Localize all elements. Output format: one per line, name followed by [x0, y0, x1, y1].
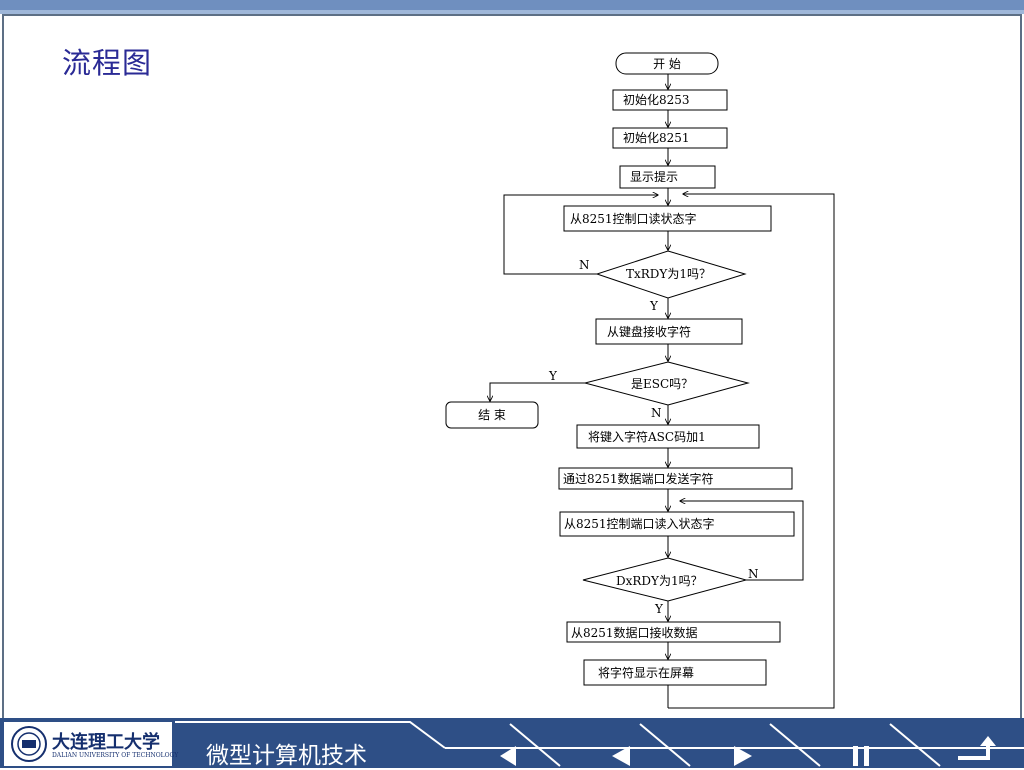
previous-slide-button[interactable]	[612, 746, 630, 766]
label-y-dxrdy: Y	[654, 602, 664, 616]
decision-dxrdy: DxRDY为1吗？	[616, 574, 703, 588]
label-n-txrdy: N	[579, 258, 590, 272]
slide-title: 流程图	[62, 46, 153, 80]
label-y-esc: Y	[548, 369, 558, 383]
return-icon	[958, 744, 990, 760]
slide-frame	[2, 14, 1022, 720]
node-read-key: 从键盘接收字符	[607, 324, 691, 339]
nav-strip	[175, 721, 1024, 767]
logo-english: DALIAN UNIVERSITY OF TECHNOLOGY	[52, 752, 179, 759]
node-receive-data: 从8251数据口接收数据	[571, 625, 698, 640]
return-arrow-icon	[980, 736, 996, 746]
university-logo: 大连理工大学 DALIAN UNIVERSITY OF TECHNOLOGY	[4, 722, 178, 766]
label-y-txrdy: Y	[649, 299, 659, 313]
pause-button[interactable]	[853, 746, 869, 766]
pause-icon-right	[864, 746, 869, 766]
node-init-8253: 初始化8253	[623, 93, 690, 107]
logo-chinese: 大连理工大学	[52, 732, 160, 753]
node-send-data: 通过8251数据端口发送字符	[563, 471, 714, 486]
next-slide-icon	[734, 746, 752, 766]
node-start: 开 始	[653, 57, 681, 71]
node-read-status: 从8251控制口读状态字	[570, 211, 697, 226]
next-slide-button[interactable]	[734, 746, 752, 766]
previous-slide-icon	[612, 746, 630, 766]
node-display-char: 将字符显示在屏幕	[598, 665, 694, 680]
course-title: 微型计算机技术	[206, 743, 367, 769]
top-stripe-light	[0, 10, 1024, 14]
return-button[interactable]	[958, 736, 996, 760]
flowchart: 开 始 初始化8253 初始化8251 显示提示 从8251控制口读状态字 Tx…	[445, 52, 835, 709]
node-end: 结 束	[478, 408, 506, 422]
pause-icon-left	[853, 746, 858, 766]
top-stripe	[0, 0, 1024, 10]
decision-txrdy: TxRDY为1吗？	[626, 267, 711, 281]
node-show-prompt: 显示提示	[630, 169, 678, 184]
node-read-status-2: 从8251控制端口读入状态字	[564, 516, 715, 531]
node-add-one: 将键入字符ASC码加1	[588, 429, 706, 444]
label-n-esc: N	[651, 406, 662, 420]
first-slide-icon	[500, 746, 516, 766]
node-init-8251: 初始化8251	[623, 131, 690, 145]
decision-esc: 是ESC吗？	[631, 377, 693, 391]
label-n-dxrdy: N	[748, 567, 759, 581]
university-emblem-icon	[11, 726, 47, 762]
first-slide-button[interactable]	[500, 746, 516, 766]
